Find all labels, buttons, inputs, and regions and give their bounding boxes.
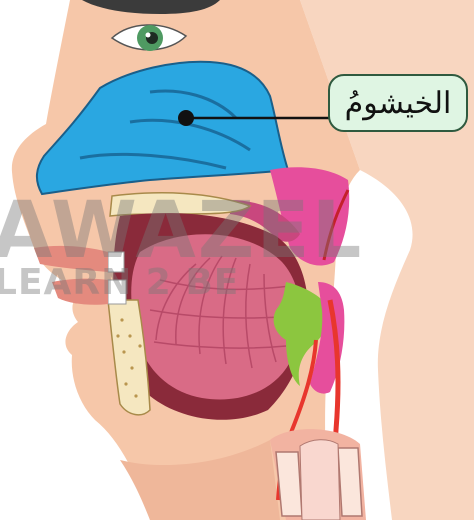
- eye-highlight: [146, 33, 151, 38]
- trachea-ring-2: [338, 448, 362, 516]
- callout-pointer-dot: [178, 110, 194, 126]
- upper-lip: [34, 246, 108, 272]
- lower-teeth: [108, 280, 126, 304]
- lower-lip: [52, 279, 108, 305]
- nasal-cavity-label: الخيشومُ: [328, 74, 468, 132]
- upper-teeth: [108, 252, 124, 272]
- trachea-tube: [300, 440, 340, 520]
